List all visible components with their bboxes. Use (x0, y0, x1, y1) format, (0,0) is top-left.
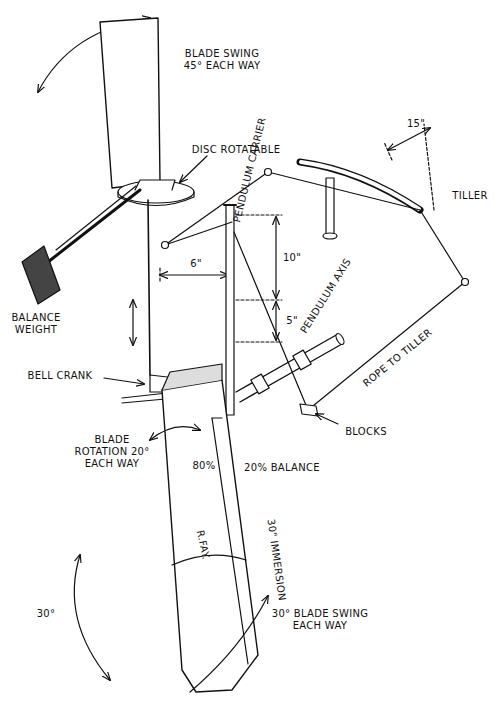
balance-arm (48, 190, 140, 262)
dimension-label: 30" IMMERSION (264, 518, 287, 601)
blade-top (162, 364, 222, 390)
blade-swing-arc (74, 555, 110, 680)
part-label: BELL CRANK (28, 370, 93, 382)
push-rod (148, 200, 150, 375)
balance-line (212, 418, 248, 664)
tiller (300, 162, 420, 210)
rope (234, 210, 465, 410)
block (162, 242, 169, 249)
block (462, 279, 469, 286)
part-label: DISC ROTATABLE (192, 144, 281, 156)
dimension-line (275, 217, 276, 298)
angle-label: 30° (37, 608, 56, 620)
rotation-arrow (150, 427, 200, 440)
pendulum-axis-tube (236, 334, 342, 402)
wind-vane (100, 18, 160, 188)
dimension-label: 6" (190, 258, 202, 270)
balance-step (212, 417, 222, 418)
part-label: BALANCE WEIGHT (4, 312, 68, 336)
rotation-label: BLADE ROTATION 20° EACH WAY (72, 434, 152, 470)
dimension-line (388, 128, 430, 150)
leader-line (180, 156, 207, 182)
swing-label: BLADE SWING 45° EACH WAY (176, 48, 268, 72)
blade-swing-arc (190, 596, 268, 692)
dimension-label: 10" (283, 252, 301, 264)
balance-arm-edge (56, 186, 136, 250)
vane-hinge (135, 180, 175, 190)
dimension-tick (160, 268, 230, 282)
rope (165, 172, 420, 245)
percent-label: 20% BALANCE (244, 462, 320, 474)
post-base (323, 233, 337, 239)
dimension-extension (236, 215, 282, 342)
leader-line (104, 378, 144, 384)
dimension-label: 5" (286, 315, 298, 327)
rod-motion-arrow (132, 300, 133, 345)
balance-weight (22, 246, 60, 304)
dimension-label: 15" (407, 118, 425, 130)
swing-label: 30° BLADE SWING EACH WAY (268, 608, 372, 632)
tiller-inner (301, 162, 419, 209)
part-label: PENDULUM AXIS (298, 256, 354, 335)
part-label: TILLER (452, 190, 487, 202)
dimension-line (160, 274, 228, 275)
part-label: PENDULUM CARRIER (231, 116, 269, 223)
axis-bearing (251, 374, 269, 394)
axis-end (334, 332, 345, 345)
pendulum-shaft (226, 205, 234, 415)
percent-label: 80% (192, 460, 215, 472)
leader-line (316, 414, 338, 424)
block (265, 169, 272, 176)
axis-bearing (293, 350, 311, 370)
dimension-extension (384, 124, 434, 210)
block (300, 404, 318, 416)
part-label: BLOCKS (345, 426, 387, 438)
